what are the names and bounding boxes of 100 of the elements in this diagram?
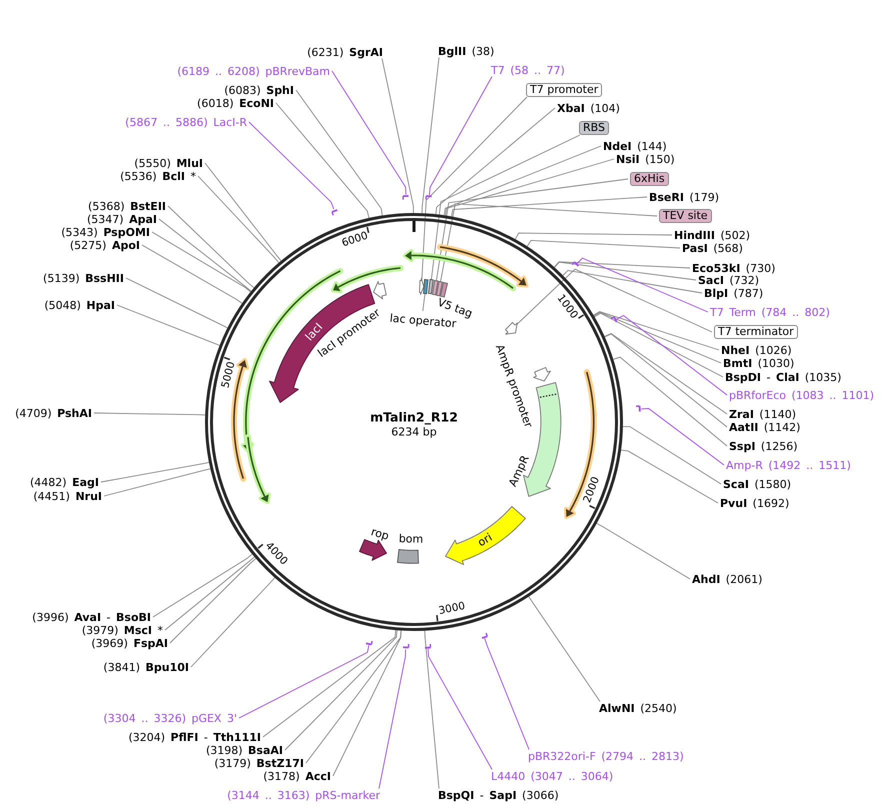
leader-line (164, 556, 255, 630)
restriction-site-label: (4709) PshAI (15, 406, 92, 420)
leader-line (640, 408, 724, 466)
feature-tag: T7 terminator (714, 325, 798, 339)
primer-site-marker (423, 642, 433, 650)
primer-label: (5867 .. 5886) LacI-R (125, 116, 247, 128)
primer-label: T7 Term (784 .. 802) (710, 306, 830, 318)
feature-label: ori (476, 531, 495, 550)
leader-line (562, 270, 702, 294)
leader-line (612, 356, 728, 446)
leader-line (296, 90, 383, 216)
feature-marker (434, 280, 444, 298)
leader-line (430, 134, 580, 280)
restriction-site-label: (5275) ApoI (70, 238, 140, 252)
restriction-site-label: Eco53kI (730) (692, 262, 776, 274)
primer-label: (3144 .. 3163) pRS-marker (227, 788, 380, 802)
feature-tag: TEV site (659, 209, 712, 223)
leader-line (596, 522, 690, 580)
restriction-site-label: (5368) BstEII (88, 200, 166, 212)
primer-site-marker (570, 260, 580, 268)
restriction-site-label: AhdI (2061) (692, 572, 762, 586)
primer-label: (3304 .. 3326) pGEX 3' (103, 712, 237, 724)
restriction-site-label: (3996) AvaI - BsoBI (32, 610, 151, 624)
leader-line (238, 644, 370, 718)
primer-label: pBR322ori-F (2794 .. 2813) (528, 750, 684, 762)
leader-line (429, 76, 492, 196)
restriction-site-label: AlwNI (2540) (599, 702, 677, 714)
terminator-block (504, 320, 518, 336)
restriction-site-label: HindIII (502) (674, 228, 750, 242)
leader-line (526, 240, 680, 248)
leader-line (198, 176, 280, 264)
orf-arc (401, 246, 518, 292)
leader-line (100, 462, 210, 482)
feature-label: rop (369, 525, 390, 543)
restriction-site-label: (5343) PspOMI (61, 226, 150, 238)
restriction-site-label: AatII (1142) (729, 420, 800, 434)
leader-line (554, 262, 696, 280)
restriction-site-label: ZraI (1140) (729, 408, 796, 420)
restriction-site-label: (3204) PflFI - Tth111I (128, 730, 261, 744)
leader-line (422, 293, 426, 312)
leader-line (158, 218, 252, 292)
feature-tag: RBS (579, 121, 609, 135)
primer-site-marker (330, 208, 339, 217)
restriction-site-label: (3969) FspAI (91, 636, 168, 650)
primer-site-marker (609, 315, 619, 324)
leader-line (622, 426, 722, 484)
restriction-site-label: XbaI (104) (557, 102, 620, 114)
restriction-site-label: (5048) HpaI (44, 298, 115, 312)
leader-line (152, 232, 251, 292)
restriction-site-label: BspQI - SapI (3066) (438, 788, 559, 802)
restriction-site-label: (3179) BstZ17I (214, 756, 304, 770)
primer-site-marker (400, 642, 410, 650)
restriction-site-label: (3979) MscI* (82, 624, 163, 636)
restriction-site-label: BmtI (1030) (723, 356, 794, 370)
feature-label: lacI (302, 320, 325, 344)
leader-line (515, 268, 712, 332)
restriction-site-label: NheI (1026) (721, 344, 792, 356)
leader-line (528, 596, 600, 702)
orf-arc (329, 264, 404, 295)
orf-arc (562, 368, 598, 522)
leader-line (142, 244, 242, 304)
primer-site-marker (401, 194, 411, 202)
feature-block (396, 548, 420, 565)
scale-label: 3000 (437, 600, 466, 618)
restriction-site-label: (5550) MluI (134, 156, 203, 170)
leader-line (444, 146, 602, 216)
primer-label: Amp-R (1492 .. 1511) (726, 458, 851, 472)
restriction-site-label: (6083) SphI (224, 84, 294, 96)
restriction-site-label: (4451) NruI (33, 490, 102, 502)
primer-label: L4440 (3047 .. 3064) (491, 770, 614, 782)
scale-label: 5000 (219, 360, 238, 390)
leader-line (421, 96, 528, 281)
leader-line (126, 278, 228, 328)
leader-line (594, 312, 724, 378)
promoter-block (418, 276, 425, 296)
scale-label: 6000 (340, 230, 370, 251)
primer-site-marker (634, 404, 642, 414)
leader-line (620, 450, 718, 504)
leader-line (616, 315, 728, 396)
restriction-site-label: BspDI - ClaI (1035) (725, 370, 842, 384)
restriction-site-label: (6231) SgrAI (307, 46, 383, 58)
leader-line (306, 630, 402, 764)
restriction-site-label: (4482) EagI (30, 476, 99, 488)
leader-line (152, 554, 253, 618)
feature-tag: T7 promoter (526, 83, 602, 97)
restriction-site-label: (6018) EcoNI (197, 96, 274, 110)
leader-line (190, 577, 276, 668)
primer-site-marker (364, 638, 375, 646)
promoter-block (372, 280, 388, 301)
leader-line (451, 196, 648, 217)
feature-label: lac operator (389, 312, 457, 331)
leader-line (276, 102, 370, 218)
restriction-site-label: PasI (568) (682, 242, 743, 254)
restriction-site-label: SacI (732) (698, 274, 760, 286)
restriction-site-label: BlpI (787) (704, 286, 764, 300)
orf-arc (436, 242, 531, 290)
primer-label: (6189 .. 6208) pBRrevBam (177, 64, 330, 78)
plasmid-size: 6234 bp (391, 426, 437, 438)
leader-line (170, 558, 256, 644)
restriction-site-label: (3178) AccI (263, 770, 331, 782)
